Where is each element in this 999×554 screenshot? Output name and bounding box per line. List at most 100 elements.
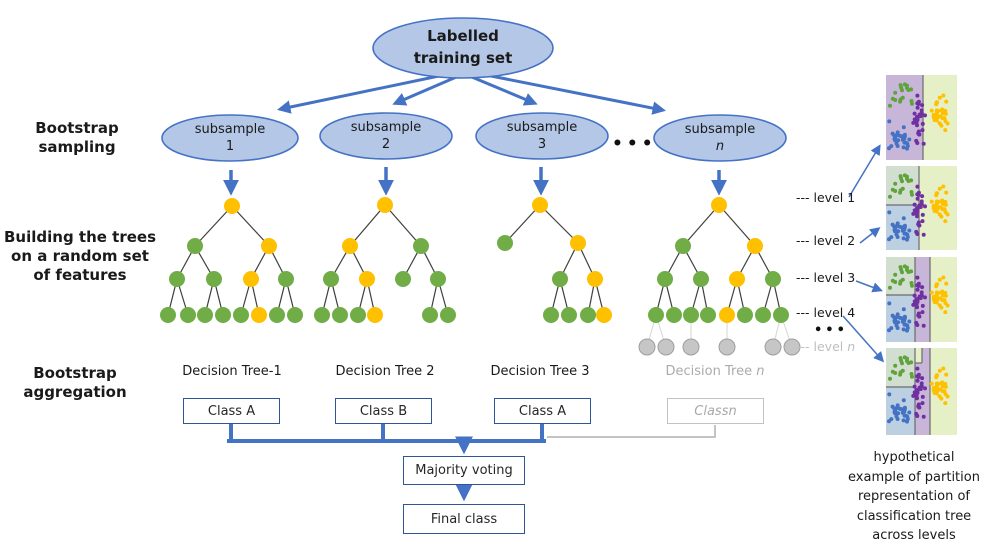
scatter-dot: [923, 295, 927, 300]
scatter-dot: [907, 410, 912, 415]
root-ellipse: [372, 17, 554, 79]
scatter-dot: [915, 366, 920, 371]
class-b-box: Class B: [335, 398, 432, 424]
scatter-dot: [889, 235, 894, 240]
scatter-dot: [919, 202, 924, 207]
tree-node: [587, 271, 603, 287]
scatter-dot: [890, 313, 895, 318]
scatter-dot: [915, 378, 920, 383]
scatter-dot: [890, 369, 895, 374]
decision-tree-2-label: Decision Tree 2: [335, 364, 435, 379]
scatter-dot: [888, 285, 892, 290]
scatter-dot: [917, 132, 922, 137]
scatter-dot: [919, 384, 924, 389]
scatter-dot: [909, 269, 914, 274]
scatter-dot: [889, 144, 894, 149]
scatter-dot: [939, 396, 944, 401]
tree-node: [711, 197, 727, 213]
scatter-dot: [893, 138, 897, 143]
scatter-dot: [911, 393, 916, 398]
scatter-dot: [907, 228, 912, 233]
scatter-dot: [934, 108, 939, 113]
class-a1-box: Class A: [183, 398, 280, 424]
gray-connector: [547, 425, 716, 438]
scatter-dot: [929, 199, 934, 204]
tree-node: [215, 307, 231, 323]
scatter-dot: [943, 111, 948, 116]
scatter-dot: [937, 277, 942, 282]
partition-region: [886, 348, 915, 387]
scatter-dot: [897, 224, 902, 229]
scatter-dot: [909, 87, 914, 92]
scatter-dot: [943, 293, 948, 298]
scatter-dot: [920, 194, 925, 199]
scatter-dot: [912, 384, 917, 389]
tree-node: [243, 271, 259, 287]
subsample-1-ellipse: [161, 114, 299, 162]
scatter-dot: [893, 411, 897, 416]
scatter-dot: [935, 373, 940, 378]
level-ellipsis-dots: •••: [814, 323, 848, 338]
tree-node: [773, 307, 789, 323]
scatter-dot: [940, 289, 945, 294]
tree-node: [737, 307, 753, 323]
tree-node: [206, 271, 222, 287]
partition-panels: [886, 75, 957, 435]
panel-caption: hypothetical example of partition repres…: [848, 450, 980, 543]
scatter-dot: [917, 314, 922, 319]
tree-node: [323, 271, 339, 287]
arrow-level-3: [855, 280, 883, 293]
tree-node: [367, 307, 383, 323]
scatter-dot: [941, 366, 946, 371]
scatter-dot: [940, 116, 945, 121]
tree-node: [422, 307, 438, 323]
scatter-dot: [920, 128, 925, 133]
scatter-dot: [934, 290, 939, 295]
tree-node: [783, 338, 801, 356]
scatter-dot: [939, 214, 944, 219]
scatter-dot: [890, 222, 895, 227]
partition-panel-4: [886, 348, 957, 435]
partition-region: [886, 166, 919, 205]
scatter-dot: [940, 380, 945, 385]
subsample-n-ellipse: [653, 114, 787, 162]
arrow-level-4: [842, 315, 885, 363]
scatter-dot: [898, 83, 903, 88]
scatter-dot: [894, 315, 899, 320]
tree-node: [638, 338, 656, 356]
scatter-dot: [907, 319, 912, 324]
scatter-dot: [902, 173, 907, 178]
decision-trees: [160, 197, 801, 356]
scatter-dot: [915, 117, 920, 122]
scatter-dot: [901, 418, 906, 423]
scatter-dot: [902, 264, 907, 269]
scatter-dot: [888, 376, 892, 381]
scatter-dot: [935, 282, 940, 287]
scatter-dot: [902, 140, 907, 145]
scatter-dot: [901, 236, 906, 241]
tree-edge: [504, 204, 541, 244]
scatter-dot: [902, 223, 907, 228]
scatter-dot: [890, 96, 895, 101]
tree-edge: [539, 204, 579, 244]
scatter-dot: [900, 95, 905, 100]
scatter-dot: [907, 137, 912, 142]
scatter-dot: [929, 290, 934, 295]
scatter-dot: [915, 374, 920, 379]
arrow-to-subsample-3: [466, 73, 538, 106]
arrow-to-subsample-2: [392, 73, 462, 106]
scatter-dot: [921, 232, 926, 237]
scatter-dot: [917, 405, 922, 410]
tree-node: [747, 238, 763, 254]
level-3-label: --- level 3: [796, 270, 856, 285]
scatter-dot: [909, 190, 914, 194]
tree-node: [395, 271, 411, 287]
scatter-dot: [897, 133, 902, 138]
scatter-dot: [909, 178, 914, 183]
scatter-dot: [898, 99, 903, 104]
scatter-dot: [888, 194, 892, 199]
tree-node: [764, 338, 782, 356]
scatter-dot: [887, 301, 892, 306]
